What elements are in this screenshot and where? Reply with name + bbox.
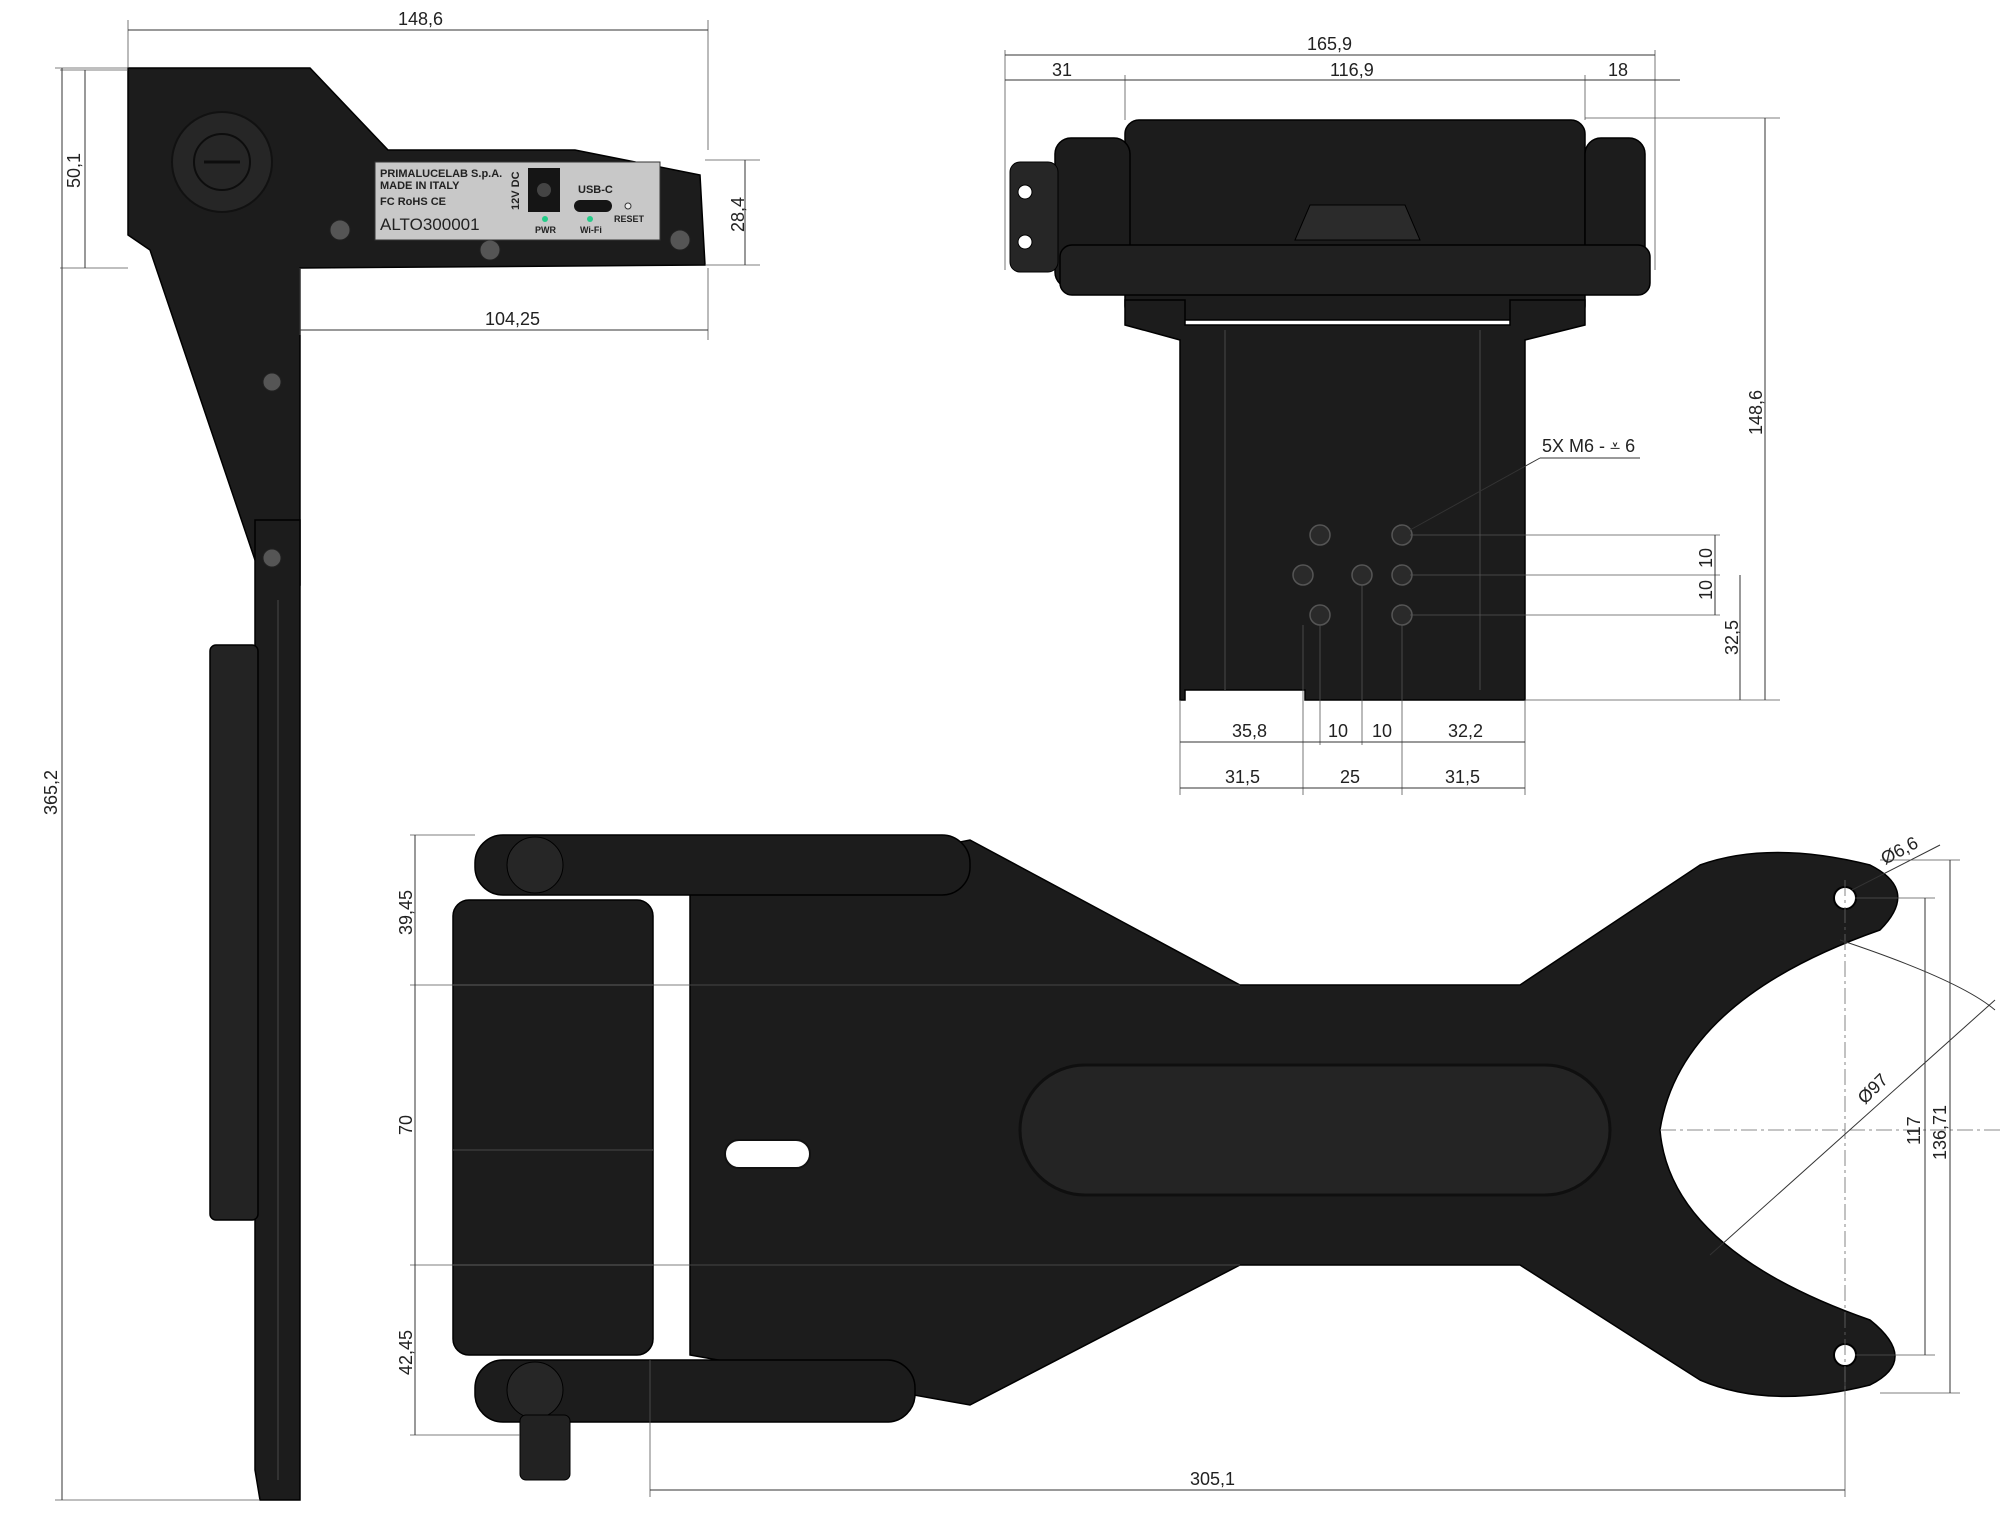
screw-icon — [479, 239, 501, 261]
label-made-in: MADE IN ITALY — [380, 180, 460, 192]
dim-v-325: 32,5 — [1722, 620, 1742, 655]
dim-left: 31 — [1052, 60, 1072, 80]
dim-right: 18 — [1608, 60, 1628, 80]
pwr-led-icon — [542, 216, 548, 222]
screw-icon — [669, 229, 691, 251]
dim-h-10a: 10 — [1328, 721, 1348, 741]
dim-dia: Ø97 — [1854, 1070, 1892, 1108]
label-reset: RESET — [614, 214, 645, 224]
dim-total-width: 165,9 — [1307, 34, 1352, 54]
dim-3945: 39,45 — [396, 890, 416, 935]
dim-13671: 136,71 — [1930, 1105, 1950, 1160]
dim-arm-offset: 104,25 — [485, 309, 540, 329]
serial-number: ALTO300001 — [380, 215, 480, 234]
reset-button-icon — [624, 202, 632, 210]
dim-head-height: 50,1 — [64, 153, 84, 188]
label-12v: 12V DC — [510, 171, 522, 210]
dim-line — [1709, 999, 1996, 1256]
dim-4245: 42,45 — [396, 1330, 416, 1375]
clamp-block — [452, 899, 654, 1356]
label-plate — [374, 161, 661, 241]
adjust-slot — [1018, 1063, 1612, 1197]
dim-h-25: 25 — [1340, 767, 1360, 787]
m6-hole-icon — [1391, 524, 1413, 546]
bottom-view: 39,45 70 42,45 305,1 Ø97 Ø6,6 117 136,71 — [396, 833, 2000, 1497]
label-company: PRIMALUCELAB S.p.A. — [380, 168, 502, 180]
side-pad — [209, 644, 259, 1221]
knob-screw-icon — [193, 133, 251, 191]
dim-70: 70 — [396, 1115, 416, 1135]
bracket-hole-icon — [1017, 234, 1033, 250]
dim-total-height: 365,2 — [41, 770, 61, 815]
dim-h-322: 32,2 — [1448, 721, 1483, 741]
m6-hole-icon — [1351, 564, 1373, 586]
left-bracket — [1009, 161, 1059, 273]
dim-height: 148,6 — [1746, 390, 1766, 435]
screw-icon — [329, 219, 351, 241]
top-dome — [1294, 204, 1421, 241]
m6-hole-icon — [1292, 564, 1314, 586]
dim-v-10b: 10 — [1696, 580, 1716, 600]
dim-117: 117 — [1904, 1116, 1924, 1145]
dim-label-height: 28,4 — [728, 197, 748, 232]
dim-3051: 305,1 — [1190, 1469, 1235, 1489]
m6-hole-icon — [1309, 604, 1331, 626]
screw-icon — [262, 548, 282, 568]
label-usbc: USB-C — [578, 184, 613, 196]
dim-h-358: 35,8 — [1232, 721, 1267, 741]
wifi-led-icon — [587, 216, 593, 222]
dim-top-width: 148,6 — [398, 9, 443, 29]
hole-callout: 5X M6 - ⩡ 6 — [1542, 436, 1635, 456]
m6-hole-icon — [1309, 524, 1331, 546]
dim-v-10a: 10 — [1696, 548, 1716, 568]
m6-hole-icon — [1391, 564, 1413, 586]
dim-mid: 116,9 — [1330, 60, 1374, 80]
label-certifications: FC RoHS CE — [380, 196, 446, 208]
screw-icon — [262, 372, 282, 392]
dim-h-315b: 31,5 — [1445, 767, 1480, 787]
label-pwr: PWR — [535, 225, 556, 235]
label-wifi: Wi-Fi — [580, 225, 602, 235]
upper-arm — [474, 834, 971, 896]
m6-hole-icon — [1391, 604, 1413, 626]
top-flange — [1059, 244, 1651, 296]
top-body — [1124, 299, 1586, 701]
top-view: 165,9 31 116,9 18 148,6 5X M6 - ⩡ 6 10 1… — [1004, 34, 1780, 795]
usb-c-port-icon — [574, 200, 612, 212]
small-slot — [724, 1139, 811, 1169]
dim-h-10b: 10 — [1372, 721, 1392, 741]
lower-arm — [474, 1359, 916, 1423]
dim-hole: Ø6,6 — [1877, 833, 1921, 869]
bracket-hole-icon — [1017, 184, 1033, 200]
side-view: PRIMALUCELAB S.p.A. MADE IN ITALY FC RoH… — [41, 9, 760, 1501]
dim-h-315a: 31,5 — [1225, 767, 1260, 787]
lock-knob — [519, 1414, 571, 1481]
